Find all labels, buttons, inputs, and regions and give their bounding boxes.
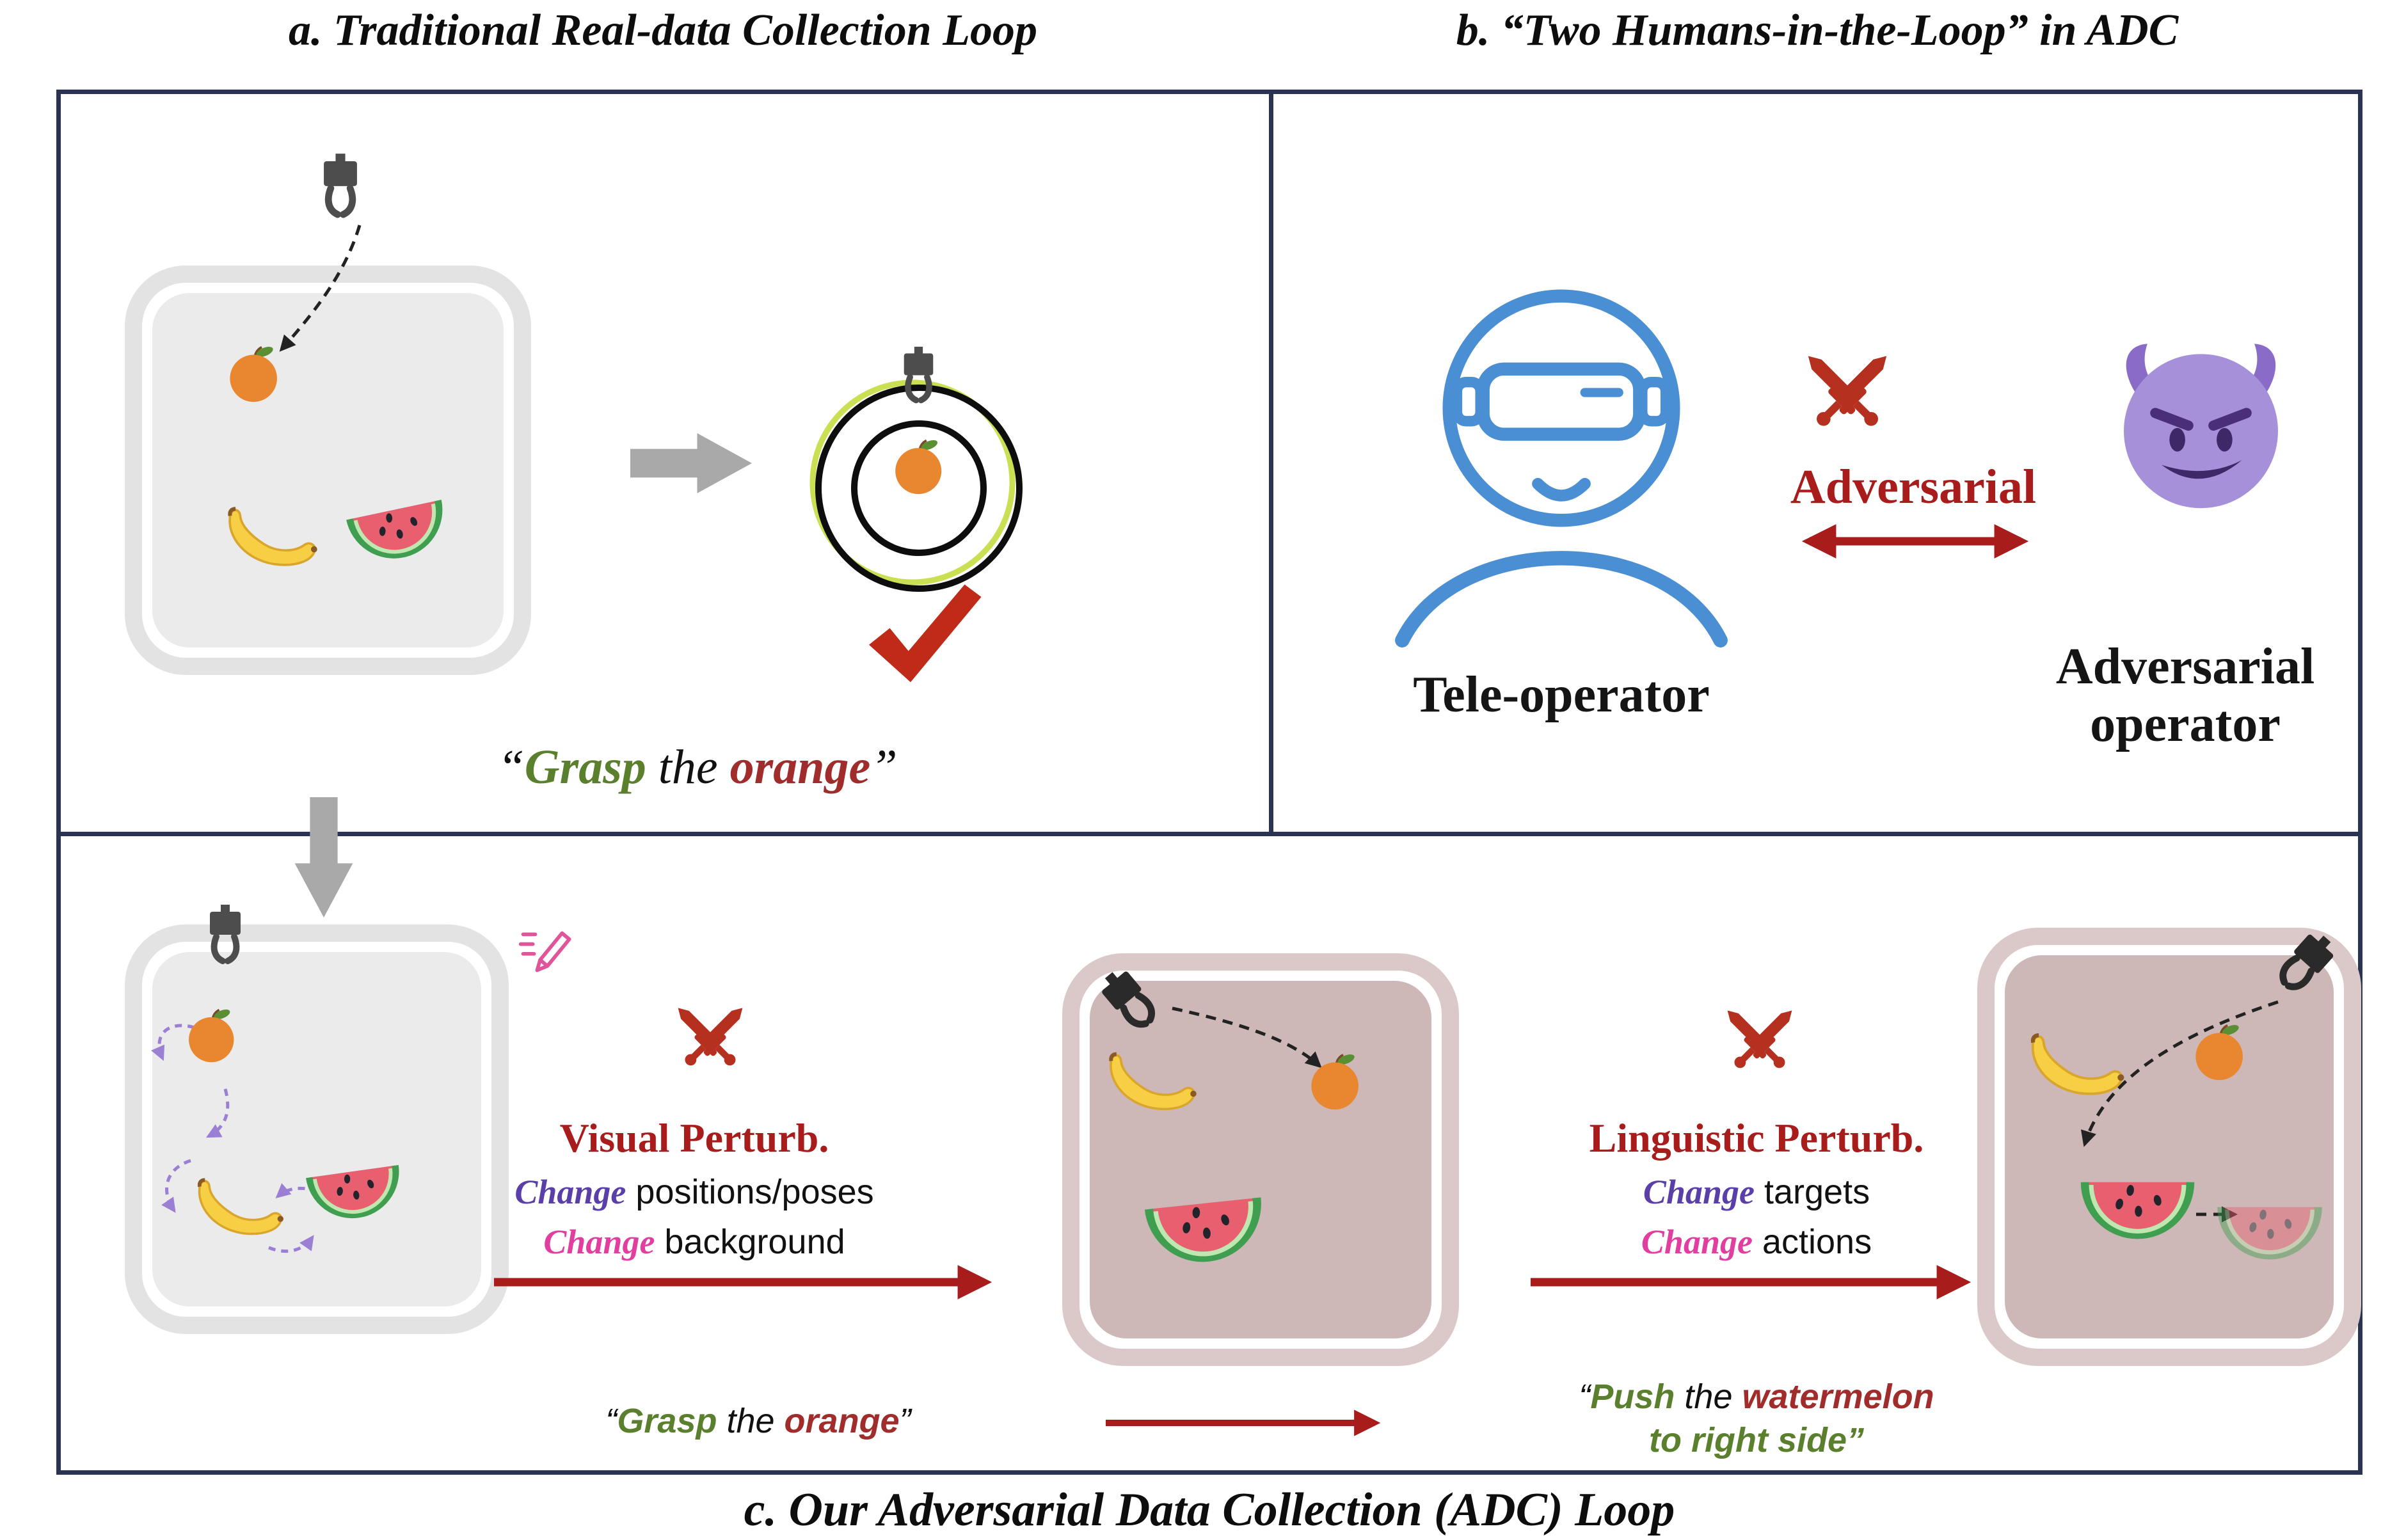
change-background-line: Change background [470, 1222, 918, 1262]
change-actions-text: actions [1752, 1223, 1872, 1261]
figure-outer-border [56, 90, 2362, 1475]
panel-c-title: c. Our Adversarial Data Collection (ADC)… [744, 1484, 1675, 1536]
banana-icon [2023, 1020, 2129, 1101]
tabletop-c-result-surface [2005, 955, 2334, 1338]
robot-gripper-icon [193, 903, 257, 967]
banana-icon [191, 1166, 288, 1241]
change-keyword-purple: Change [1643, 1173, 1755, 1211]
change-positions-line: Change positions/poses [470, 1172, 918, 1212]
change-targets-line: Change targets [1533, 1172, 1980, 1212]
panel-b-title: b. “Two Humans-in-the-Loop” in ADC [1456, 6, 2179, 55]
change-actions-line: Change actions [1533, 1222, 1980, 1262]
watermelon-icon [2078, 1157, 2197, 1248]
change-background-text: background [655, 1223, 845, 1261]
adversarial-label: Adversarial [1790, 460, 2037, 514]
success-checkmark-icon [869, 584, 982, 683]
push-instruction-line2: to right side” [1649, 1420, 1864, 1459]
horizontal-panel-divider [56, 832, 2362, 836]
adversarial-operator-line2: operator [2090, 695, 2281, 752]
orange-icon [2194, 1021, 2244, 1082]
tabletop-a-surface [152, 293, 504, 647]
vertical-panel-divider [1269, 90, 1273, 836]
visual-perturbation-block: Visual Perturb. Change positions/poses C… [470, 1115, 918, 1262]
orange-icon [228, 343, 278, 404]
instruction-mid: the [1675, 1377, 1742, 1416]
instruction-mid: the [717, 1402, 785, 1440]
instruction-grasp-orange: “Grasp the orange” [154, 740, 1241, 795]
watermelon-ghost-icon [2215, 1184, 2324, 1267]
quote-open: “ [497, 740, 525, 794]
watermelon-icon [301, 1144, 408, 1232]
object-orange: orange [729, 740, 871, 794]
banana-icon [1102, 1040, 1201, 1116]
tabletop-a [125, 266, 531, 675]
verb-push: Push [1590, 1377, 1675, 1416]
tabletop-c-original-surface [152, 952, 481, 1306]
push-instruction-line1: “Push the watermelon [1491, 1376, 2022, 1419]
edit-pencil-icon [517, 915, 578, 976]
change-keyword-magenta: Change [543, 1223, 655, 1261]
instruction-grasp-orange-small: “Grasp the orange” [470, 1401, 1046, 1441]
crossed-swords-icon [1717, 1001, 1802, 1077]
change-positions-text: positions/poses [626, 1173, 874, 1211]
tele-operator-label: Tele-operator [1413, 667, 1710, 723]
quote-open: “ [1579, 1377, 1591, 1416]
change-keyword-magenta: Change [1641, 1223, 1753, 1261]
object-orange: orange [784, 1402, 900, 1440]
robot-gripper-icon [888, 345, 949, 406]
tabletop-c-original [125, 925, 509, 1334]
quote-open: “ [605, 1402, 617, 1440]
linguistic-perturbation-block: Linguistic Perturb. Change targets Chang… [1533, 1115, 1980, 1262]
robot-gripper-icon [306, 152, 375, 221]
quote-close: ” [870, 740, 898, 794]
adversarial-operator-line1: Adversarial [2055, 639, 2315, 695]
crossed-swords-icon [1796, 344, 1899, 436]
instruction-push-watermelon: “Push the watermelon to right side” [1491, 1376, 2022, 1462]
instruction-mid: the [646, 740, 730, 794]
object-watermelon: watermelon [1742, 1377, 1934, 1416]
watermelon-icon [1140, 1171, 1270, 1276]
orange-icon [894, 436, 943, 496]
crossed-swords-icon [668, 998, 753, 1074]
grasp-success-target-icon [809, 379, 1023, 592]
verb-grasp: Grasp [617, 1402, 717, 1440]
change-targets-text: targets [1754, 1173, 1870, 1211]
adversarial-operator-label: Adversarial operator [1984, 639, 2387, 753]
quote-close: ” [899, 1402, 911, 1440]
teleoperator-vr-person-icon [1392, 275, 1731, 647]
devil-face-icon [2107, 333, 2295, 514]
orange-icon [1310, 1051, 1360, 1111]
orange-icon [187, 1006, 235, 1064]
banana-icon [221, 494, 322, 572]
panel-a-title: a. Traditional Real-data Collection Loop [289, 6, 1037, 55]
linguistic-perturb-title: Linguistic Perturb. [1589, 1115, 1924, 1161]
visual-perturb-title: Visual Perturb. [559, 1115, 829, 1161]
verb-grasp: Grasp [524, 740, 646, 794]
change-keyword-purple: Change [514, 1173, 626, 1211]
